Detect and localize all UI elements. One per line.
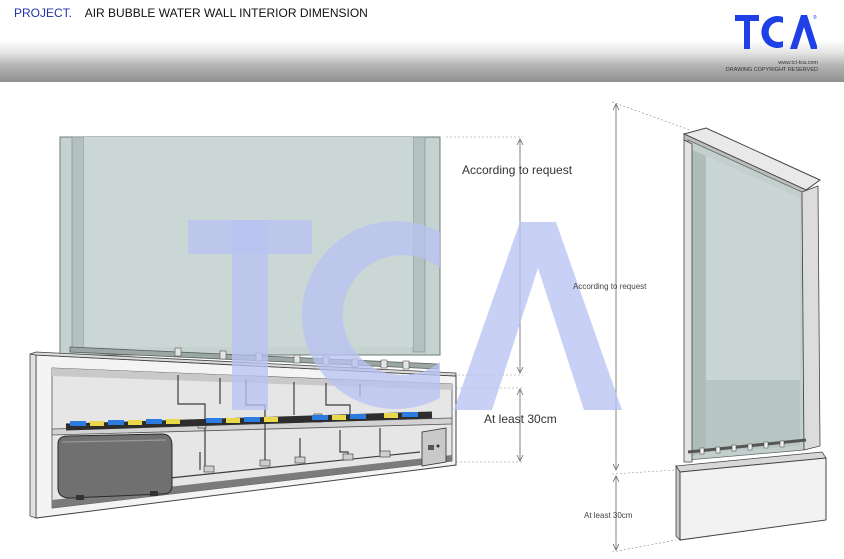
left-base-note: At least 30cm: [484, 412, 557, 426]
project-label: PROJECT.: [14, 6, 73, 20]
led-strip: [65, 411, 433, 431]
logo-website: www.tcl-tca.com: [778, 60, 818, 66]
front-view: [29, 136, 524, 519]
logo-caption: www.tcl-tca.com DRAWING COPYRIGHT RESERV…: [712, 60, 818, 74]
right-base-note: At least 30cm: [584, 511, 633, 520]
header-band: [0, 0, 844, 82]
tca-logo: ®: [735, 14, 817, 49]
project-title: AIR BUBBLE WATER WALL INTERIOR DIMENSION: [84, 6, 368, 20]
air-pump: [57, 433, 173, 500]
logo-copyright: DRAWING COPYRIGHT RESERVED: [725, 67, 818, 73]
perspective-view: [611, 101, 827, 553]
right-height-note: According to request: [573, 282, 647, 291]
project-heading: PROJECT. AIR BUBBLE WATER WALL INTERIOR …: [14, 6, 368, 20]
left-height-note: According to request: [462, 163, 573, 177]
svg-text:®: ®: [813, 14, 817, 21]
product-drawing: [29, 101, 827, 553]
control-box: [421, 427, 447, 467]
tca-watermark: [188, 220, 622, 410]
